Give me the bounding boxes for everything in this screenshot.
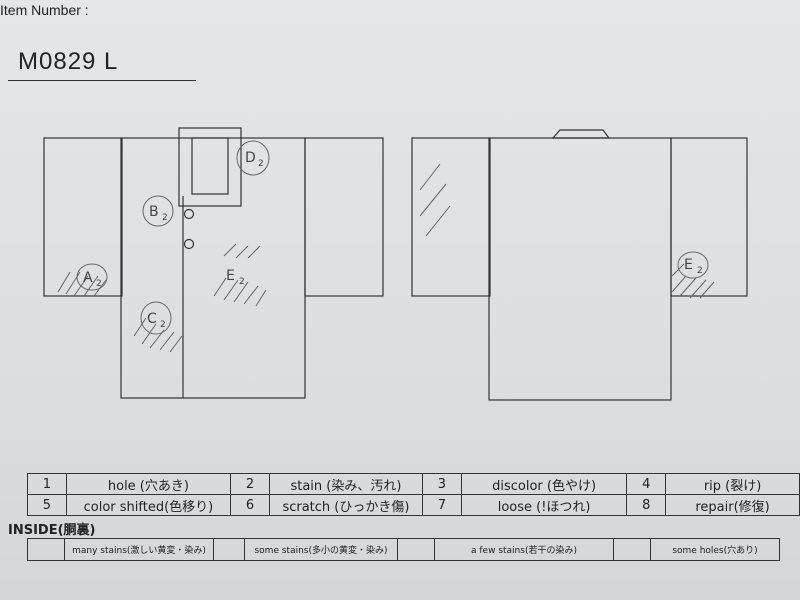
legend-label: discolor (色やけ) [460,473,628,495]
back-collar [551,129,611,139]
legend-num: 4 [626,473,667,495]
hatch-back-sleeve [419,163,451,237]
item-number-underline [8,80,196,81]
inside-condition-table: many stains(激しい黄変・染み) some stains(多小の黄変・… [27,538,780,561]
inside-checkbox [613,538,651,561]
inside-checkbox [213,538,245,561]
mark-b-label: B [149,204,159,220]
legend-row: 1 hole (穴あき) 2 stain (染み、汚れ) 3 discolor … [27,473,800,495]
mark-b-sub: 2 [162,213,168,223]
legend-num: 2 [230,473,270,495]
legend-num: 6 [230,494,270,516]
legend-label: color shifted(色移り) [65,494,232,516]
damage-legend-table: 1 hole (穴あき) 2 stain (染み、汚れ) 3 discolor … [27,473,800,516]
inside-label: many stains(激しい黄変・染み) [64,538,214,561]
mark-a-sub: 2 [96,279,102,289]
damage-marks [57,140,715,353]
inside-row: many stains(激しい黄変・染み) some stains(多小の黄変・… [27,538,780,561]
mark-a-label: A [83,270,93,286]
mark-e-back-sub: 2 [697,266,703,276]
front-body [120,137,306,399]
legend-label: scratch (ひっかき傷) [268,494,424,516]
button-icon [183,238,195,250]
legend-label: rip (裂け) [665,473,800,495]
mark-d-sub: 2 [258,159,264,169]
mark-c-circle [140,301,172,335]
inside-checkbox [397,538,435,561]
mark-e-back-label: E [684,257,693,273]
legend-label: stain (染み、汚れ) [268,473,424,495]
hatch-e-upper [223,243,261,259]
front-right-sleeve [304,137,384,297]
mark-e-label: E [226,268,235,284]
back-right-sleeve [670,137,748,297]
front-collar-inner [191,137,229,195]
mark-e-sub: 2 [239,277,245,287]
inside-section-title: INSIDE(胴裏) [8,523,96,538]
hatch-c [133,317,183,353]
legend-label: repair(修復) [665,494,800,516]
legend-label: hole (穴あき) [65,473,232,495]
button-icon [183,208,195,220]
legend-row: 5 color shifted(色移り) 6 scratch (ひっかき傷) 7… [27,494,800,516]
back-left-sleeve [411,137,491,297]
legend-num: 3 [422,473,462,495]
hatch-e-back [671,263,715,299]
inside-checkbox [27,538,65,561]
garment-diagram: A 2 B 2 C 2 D 2 E 2 E 2 [43,127,748,401]
inside-label: a few stains(若干の染み) [434,538,614,561]
legend-num: 8 [626,494,667,516]
inside-label: some stains(多小の黄変・染み) [244,538,398,561]
front-collar [178,127,242,207]
back-body [488,137,672,401]
mark-c-sub: 2 [160,320,166,330]
inside-label: some holes(穴あり) [650,538,780,561]
mark-c-label: C [147,311,157,327]
mark-d-label: D [245,150,256,166]
mark-e-back-circle [677,251,709,279]
hatch-e-lower [213,277,267,307]
mark-b-circle [142,195,174,227]
legend-num: 7 [422,494,462,516]
item-number-value: M0829 L [18,48,119,75]
legend-num: 5 [27,494,67,516]
mark-d-circle [236,140,270,176]
front-left-sleeve [43,137,123,297]
legend-num: 1 [27,473,67,495]
legend-label: loose (!ほつれ) [460,494,628,516]
hatch-a [57,271,107,297]
item-number-label: Item Number : [0,2,89,18]
